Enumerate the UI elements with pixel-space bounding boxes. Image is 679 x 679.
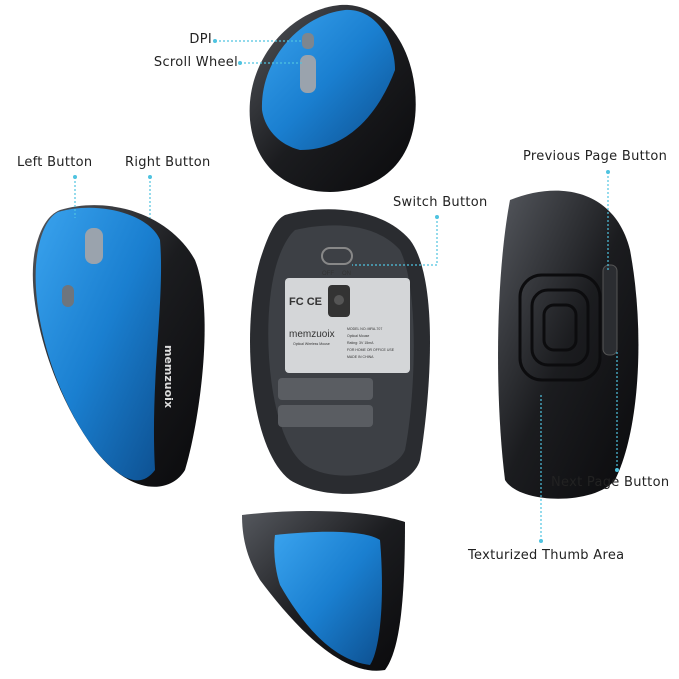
mouse-right-view <box>498 190 639 499</box>
switch-off-text: OFF <box>322 271 334 277</box>
brand-text: memzuoix <box>289 329 335 340</box>
mouse-left-view: memzuoix <box>32 205 205 487</box>
model-text: MODEL NO.:MRA-707 <box>347 327 382 331</box>
switch-button-label: Switch Button <box>393 195 488 210</box>
dpi-button <box>302 33 314 49</box>
previous-page-button-label: Previous Page Button <box>523 149 668 164</box>
next-page-button-label: Next Page Button <box>551 475 670 490</box>
origin-text: MADE IN CHINA <box>347 355 374 359</box>
left-button-label: Left Button <box>17 155 93 170</box>
mouse-front-view <box>242 510 405 671</box>
usage-text: FOR HOME OR OFFICE USE <box>347 348 395 352</box>
texturized-thumb-area-label: Texturized Thumb Area <box>468 548 625 563</box>
scroll-wheel <box>300 55 316 93</box>
type-text: Optical Mouse <box>347 334 369 338</box>
product-subtitle: Optical Wireless Mouse <box>293 342 330 346</box>
mouse-underside <box>250 209 430 494</box>
scroll-wheel-label: Scroll Wheel <box>153 55 238 70</box>
leader-lines <box>73 39 619 543</box>
dpi-label: DPI <box>189 32 212 47</box>
rating-text: Rating: 3V 15mA <box>347 341 374 345</box>
brand-logo-side: memzuoix <box>162 345 175 408</box>
switch-on-text: ON <box>342 271 351 277</box>
product-label <box>285 278 410 373</box>
right-button-label: Right Button <box>125 155 211 170</box>
mouse-top-view <box>249 4 416 192</box>
certification-marks: FC CE <box>289 296 322 308</box>
